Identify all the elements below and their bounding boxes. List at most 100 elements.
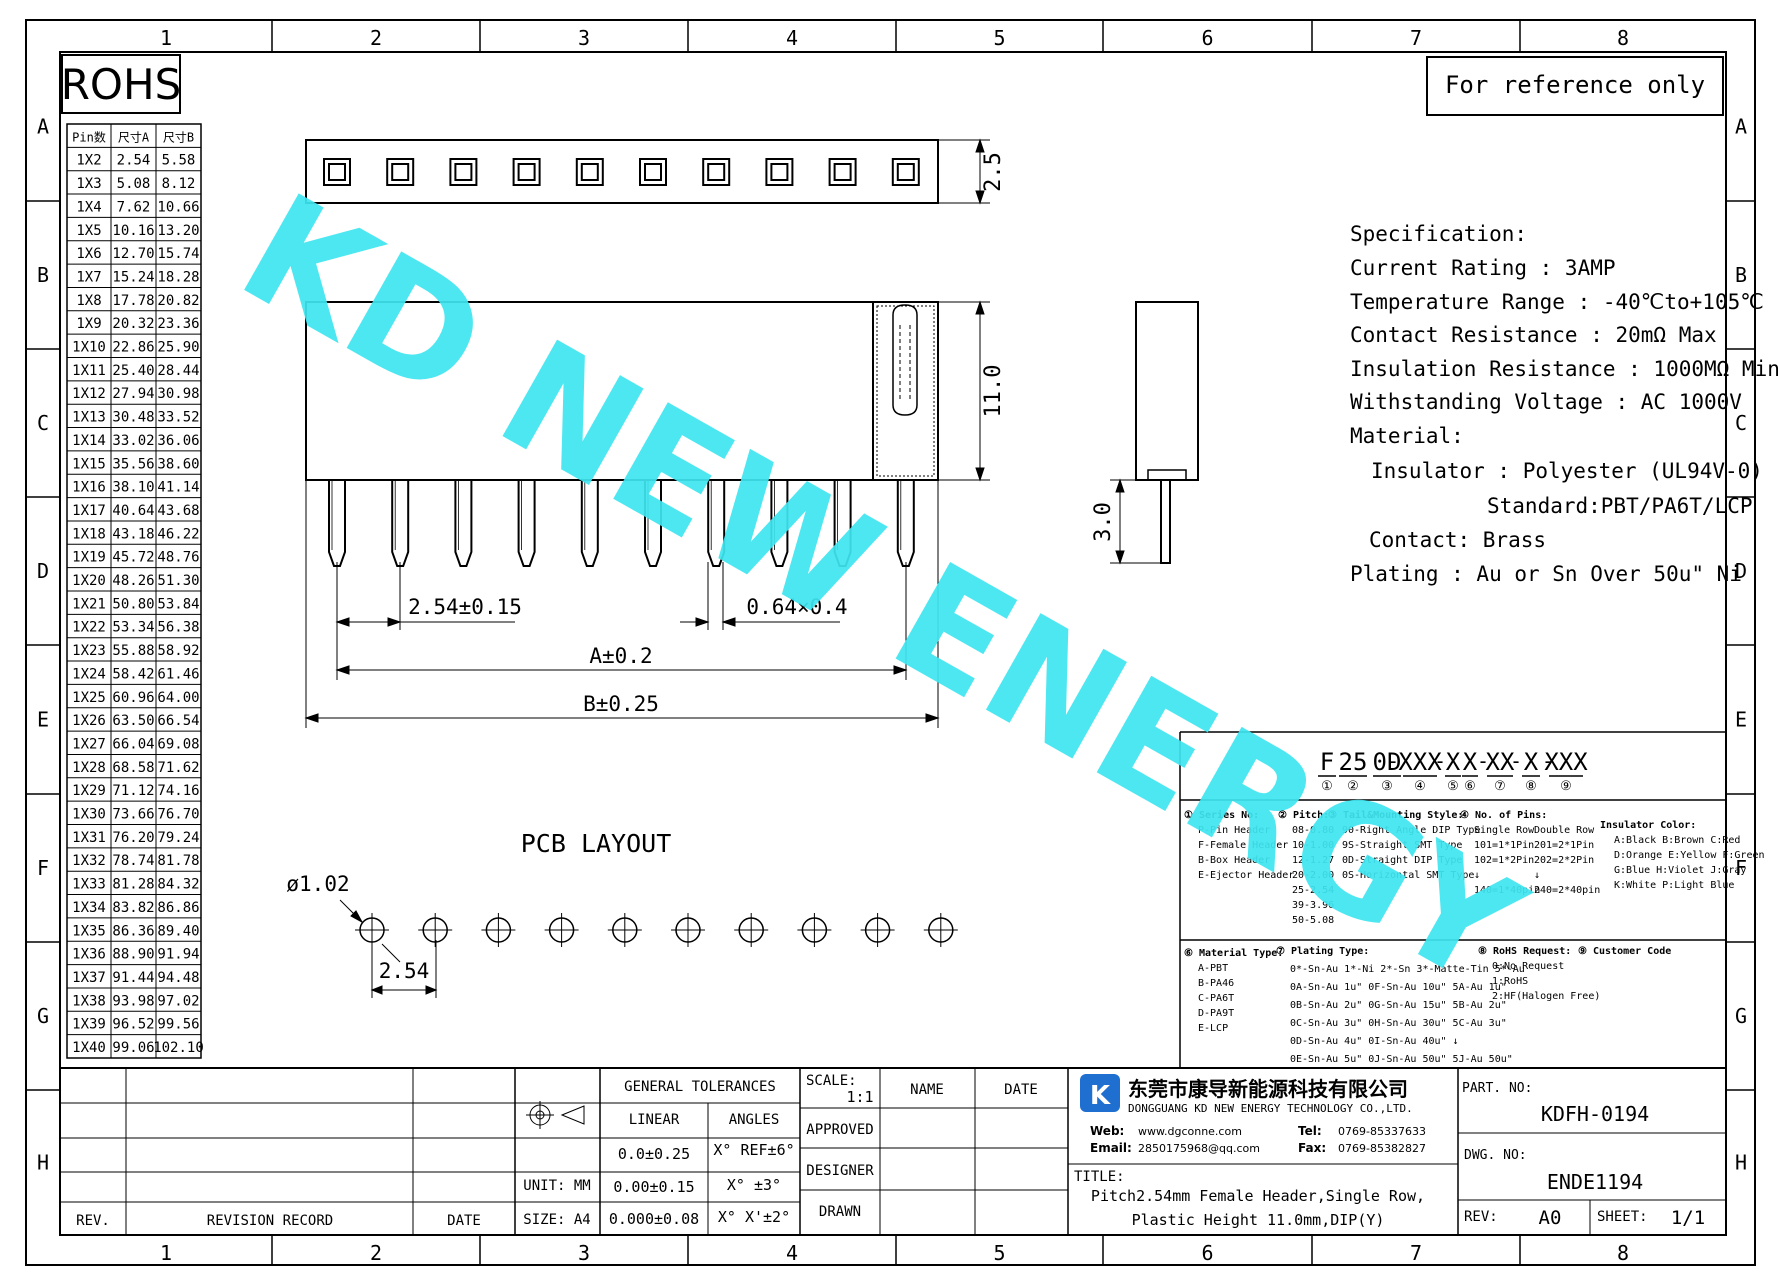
part-code-segment: XX bbox=[1486, 748, 1515, 776]
side-view bbox=[1110, 301, 1199, 565]
email-label: Email: bbox=[1090, 1141, 1132, 1155]
table-cell: 93.98 bbox=[112, 993, 154, 1009]
table-cell: 1X10 bbox=[72, 340, 106, 356]
pin-cavity bbox=[323, 158, 351, 186]
legend-item: 9S-Straight SMT Type bbox=[1342, 840, 1462, 851]
part-code-segment: XXX bbox=[1398, 748, 1442, 776]
table-cell: 68.58 bbox=[112, 760, 154, 776]
column-zone-label: 4 bbox=[786, 1241, 798, 1265]
sheet-value: 1/1 bbox=[1671, 1207, 1705, 1229]
row-zone-label: D bbox=[1735, 559, 1747, 583]
pin-tail bbox=[328, 480, 346, 567]
pcb-title: PCB LAYOUT bbox=[521, 829, 672, 858]
table-cell: 1X21 bbox=[72, 596, 106, 612]
spec-line: Contact Resistance : 20mΩ Max bbox=[1350, 323, 1717, 347]
pin-tail bbox=[707, 480, 726, 567]
table-cell: 17.78 bbox=[112, 293, 154, 309]
table-cell: 64.00 bbox=[157, 690, 199, 706]
row-zone-label: F bbox=[1735, 856, 1747, 880]
dim-a: A±0.2 bbox=[589, 644, 652, 668]
table-cell: 20.32 bbox=[112, 316, 154, 332]
pcb-hole-diameter: ø1.02 bbox=[286, 872, 349, 896]
pin-tail bbox=[770, 480, 789, 567]
rev-label: REV: bbox=[1464, 1209, 1498, 1225]
spec-plating: Plating : Au or Sn Over 50u" Ni bbox=[1350, 562, 1742, 586]
top-view bbox=[305, 138, 990, 205]
row-zone-label: B bbox=[37, 263, 49, 287]
table-cell: 7.62 bbox=[117, 199, 151, 215]
drawing-frame bbox=[25, 19, 1756, 1266]
table-cell: 1X32 bbox=[72, 853, 106, 869]
table-cell: 1X8 bbox=[76, 293, 101, 309]
table-cell: 58.92 bbox=[157, 643, 199, 659]
spec-insulator: Insulator : Polyester (UL94V-0) bbox=[1371, 459, 1763, 483]
linear-value: 0.000±0.08 bbox=[609, 1210, 699, 1228]
table-cell: 1X22 bbox=[72, 620, 106, 636]
table-cell: 1X18 bbox=[72, 526, 106, 542]
title-block: REV. REVISION RECORD DATE UNIT: MM SIZE:… bbox=[76, 1073, 1705, 1229]
table-cell: 79.24 bbox=[157, 830, 199, 846]
pin-cavity bbox=[575, 158, 604, 186]
table-cell: 61.46 bbox=[157, 666, 199, 682]
table-cell: 1X6 bbox=[76, 246, 101, 262]
row-zone-label: A bbox=[1735, 115, 1747, 139]
part-code-marker: ⑤ bbox=[1447, 779, 1459, 794]
table-cell: 20.82 bbox=[157, 293, 199, 309]
legend-title: Insulator Color: bbox=[1600, 820, 1696, 831]
legend-title: ⑥ Material Type: bbox=[1184, 947, 1283, 959]
table-cell: 28.44 bbox=[157, 363, 199, 379]
pin-cavity bbox=[891, 158, 920, 186]
pin-cavity bbox=[639, 158, 667, 186]
part-code-marker: ⑦ bbox=[1494, 779, 1506, 794]
table-cell: 1X28 bbox=[72, 760, 106, 776]
table-header: 尺寸B bbox=[163, 130, 194, 144]
legend-item: K:White P:Light Blue bbox=[1614, 880, 1734, 891]
size-label: SIZE: A4 bbox=[523, 1212, 590, 1228]
legend-item: 0D-Straight DIP Type bbox=[1342, 855, 1462, 866]
table-cell: 40.64 bbox=[112, 503, 154, 519]
row-zone-label: C bbox=[37, 411, 49, 435]
part-no-value: KDFH-0194 bbox=[1541, 1102, 1649, 1126]
legend-title: ④ No. of Pins: bbox=[1460, 809, 1547, 821]
table-cell: 76.70 bbox=[157, 807, 199, 823]
table-cell: 84.32 bbox=[157, 877, 199, 893]
legend-title: ⑧ RoHS Request: bbox=[1478, 946, 1571, 957]
approved-label: APPROVED bbox=[806, 1122, 873, 1138]
name-header: NAME bbox=[910, 1082, 944, 1098]
part-code-marker: ⑨ bbox=[1560, 779, 1572, 794]
table-cell: 1X25 bbox=[72, 690, 106, 706]
table-cell: 38.60 bbox=[157, 456, 199, 472]
legend-item: 0A-Sn-Au 1u" 0F-Sn-Au 10u" 5A-Au 1u" bbox=[1290, 982, 1507, 993]
legend-title: ① Series No: bbox=[1184, 809, 1259, 821]
table-cell: 74.16 bbox=[157, 783, 199, 799]
table-cell: 1X12 bbox=[72, 386, 106, 402]
row-zone-label: F bbox=[37, 856, 49, 880]
table-cell: 91.94 bbox=[157, 947, 199, 963]
company-logo-icon: K bbox=[1080, 1074, 1120, 1112]
svg-text:K: K bbox=[1090, 1081, 1111, 1111]
table-cell: 27.94 bbox=[112, 386, 154, 402]
legend-item: 140=1*40pin bbox=[1474, 885, 1540, 896]
legend-item: 25-2.54 bbox=[1292, 885, 1334, 896]
title-line-2: Plastic Height 11.0mm,DIP(Y) bbox=[1132, 1211, 1385, 1229]
legend-item: 101=1*1Pin bbox=[1474, 840, 1534, 851]
table-cell: 1X14 bbox=[72, 433, 106, 449]
legend-item: A-PBT bbox=[1198, 963, 1228, 974]
table-cell: 73.66 bbox=[112, 807, 154, 823]
rev-value: A0 bbox=[1539, 1207, 1562, 1229]
column-zone-label: 8 bbox=[1617, 26, 1629, 50]
legend-item: 0D-Sn-Au 4u" 0I-Sn-Au 40u" ↓ bbox=[1290, 1036, 1459, 1047]
column-zone-label: 7 bbox=[1410, 26, 1422, 50]
web-value: www.dgconne.com bbox=[1138, 1125, 1242, 1138]
title-block-grid bbox=[60, 1067, 1726, 1235]
table-cell: 1X30 bbox=[72, 807, 106, 823]
table-cell: 81.78 bbox=[157, 853, 199, 869]
table-cell: 1X40 bbox=[72, 1040, 106, 1056]
table-cell: 33.52 bbox=[157, 410, 199, 426]
table-cell: 91.44 bbox=[112, 970, 154, 986]
web-label: Web: bbox=[1090, 1124, 1124, 1138]
part-code-marker: ④ bbox=[1414, 779, 1426, 794]
legend-item: D:Orange E:Yellow F:Green bbox=[1614, 850, 1765, 861]
legend-item: A:Black B:Brown C:Red bbox=[1614, 835, 1740, 846]
